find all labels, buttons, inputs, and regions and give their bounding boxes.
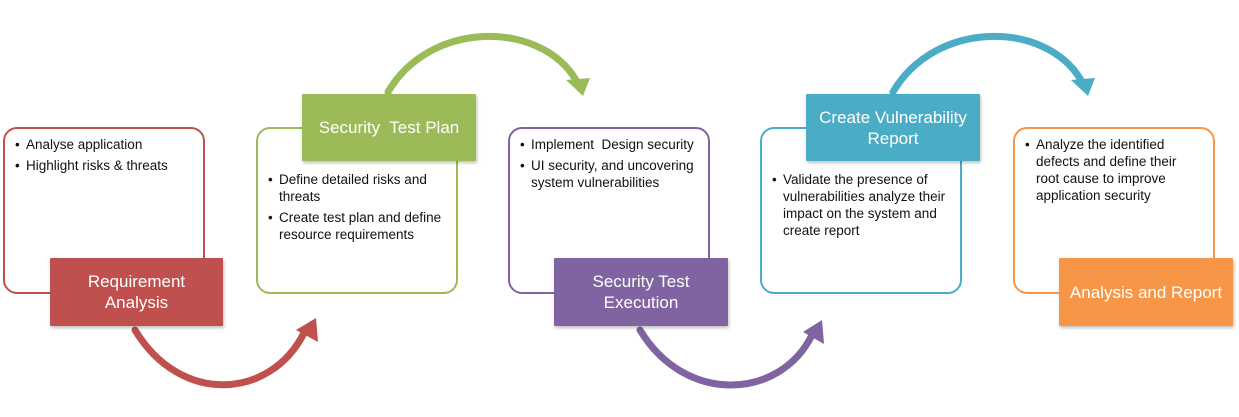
stage-2-title: Security Test Plan bbox=[302, 94, 476, 161]
stage-1-bullet: Highlight risks & threats bbox=[15, 157, 193, 174]
arrow-execution-to-report-head bbox=[803, 320, 824, 344]
stage-2-bullet: Create test plan and define resource req… bbox=[268, 209, 446, 243]
stage-1-bullets: Analyse application Highlight risks & th… bbox=[15, 136, 193, 174]
stage-4-bullet: Validate the presence of vulnerabilities… bbox=[772, 171, 950, 239]
stage-1-bullet: Analyse application bbox=[15, 136, 193, 153]
stage-3-bullet: UI security, and uncovering system vulne… bbox=[520, 157, 698, 191]
stage-3-bullet: Implement Design security bbox=[520, 136, 698, 153]
arrow-plan-to-execution bbox=[384, 32, 580, 96]
stage-2-bullets: Define detailed risks and threats Create… bbox=[268, 171, 446, 243]
arrow-plan-to-execution-head bbox=[566, 78, 590, 96]
arrow-execution-to-report bbox=[636, 326, 816, 389]
stage-3-bullets: Implement Design security UI security, a… bbox=[520, 136, 698, 191]
stage-5-title: Analysis and Report bbox=[1059, 258, 1233, 326]
arrow-report-to-analysis-head bbox=[1071, 78, 1095, 96]
stage-3-title: Security Test Execution bbox=[554, 258, 728, 326]
stage-2-bullet: Define detailed risks and threats bbox=[268, 171, 446, 205]
stage-4-bullets: Validate the presence of vulnerabilities… bbox=[772, 171, 950, 239]
stage-5-bullet: Analyze the identified defects and defin… bbox=[1025, 136, 1203, 204]
arrow-report-to-analysis bbox=[889, 32, 1085, 96]
arrow-requirement-to-plan bbox=[131, 326, 308, 389]
stage-5-bullets: Analyze the identified defects and defin… bbox=[1025, 136, 1203, 204]
arrow-requirement-to-plan-head bbox=[296, 318, 318, 342]
stage-4-title: Create Vulnerability Report bbox=[806, 94, 980, 161]
stage-1-title: Requirement Analysis bbox=[50, 258, 223, 326]
